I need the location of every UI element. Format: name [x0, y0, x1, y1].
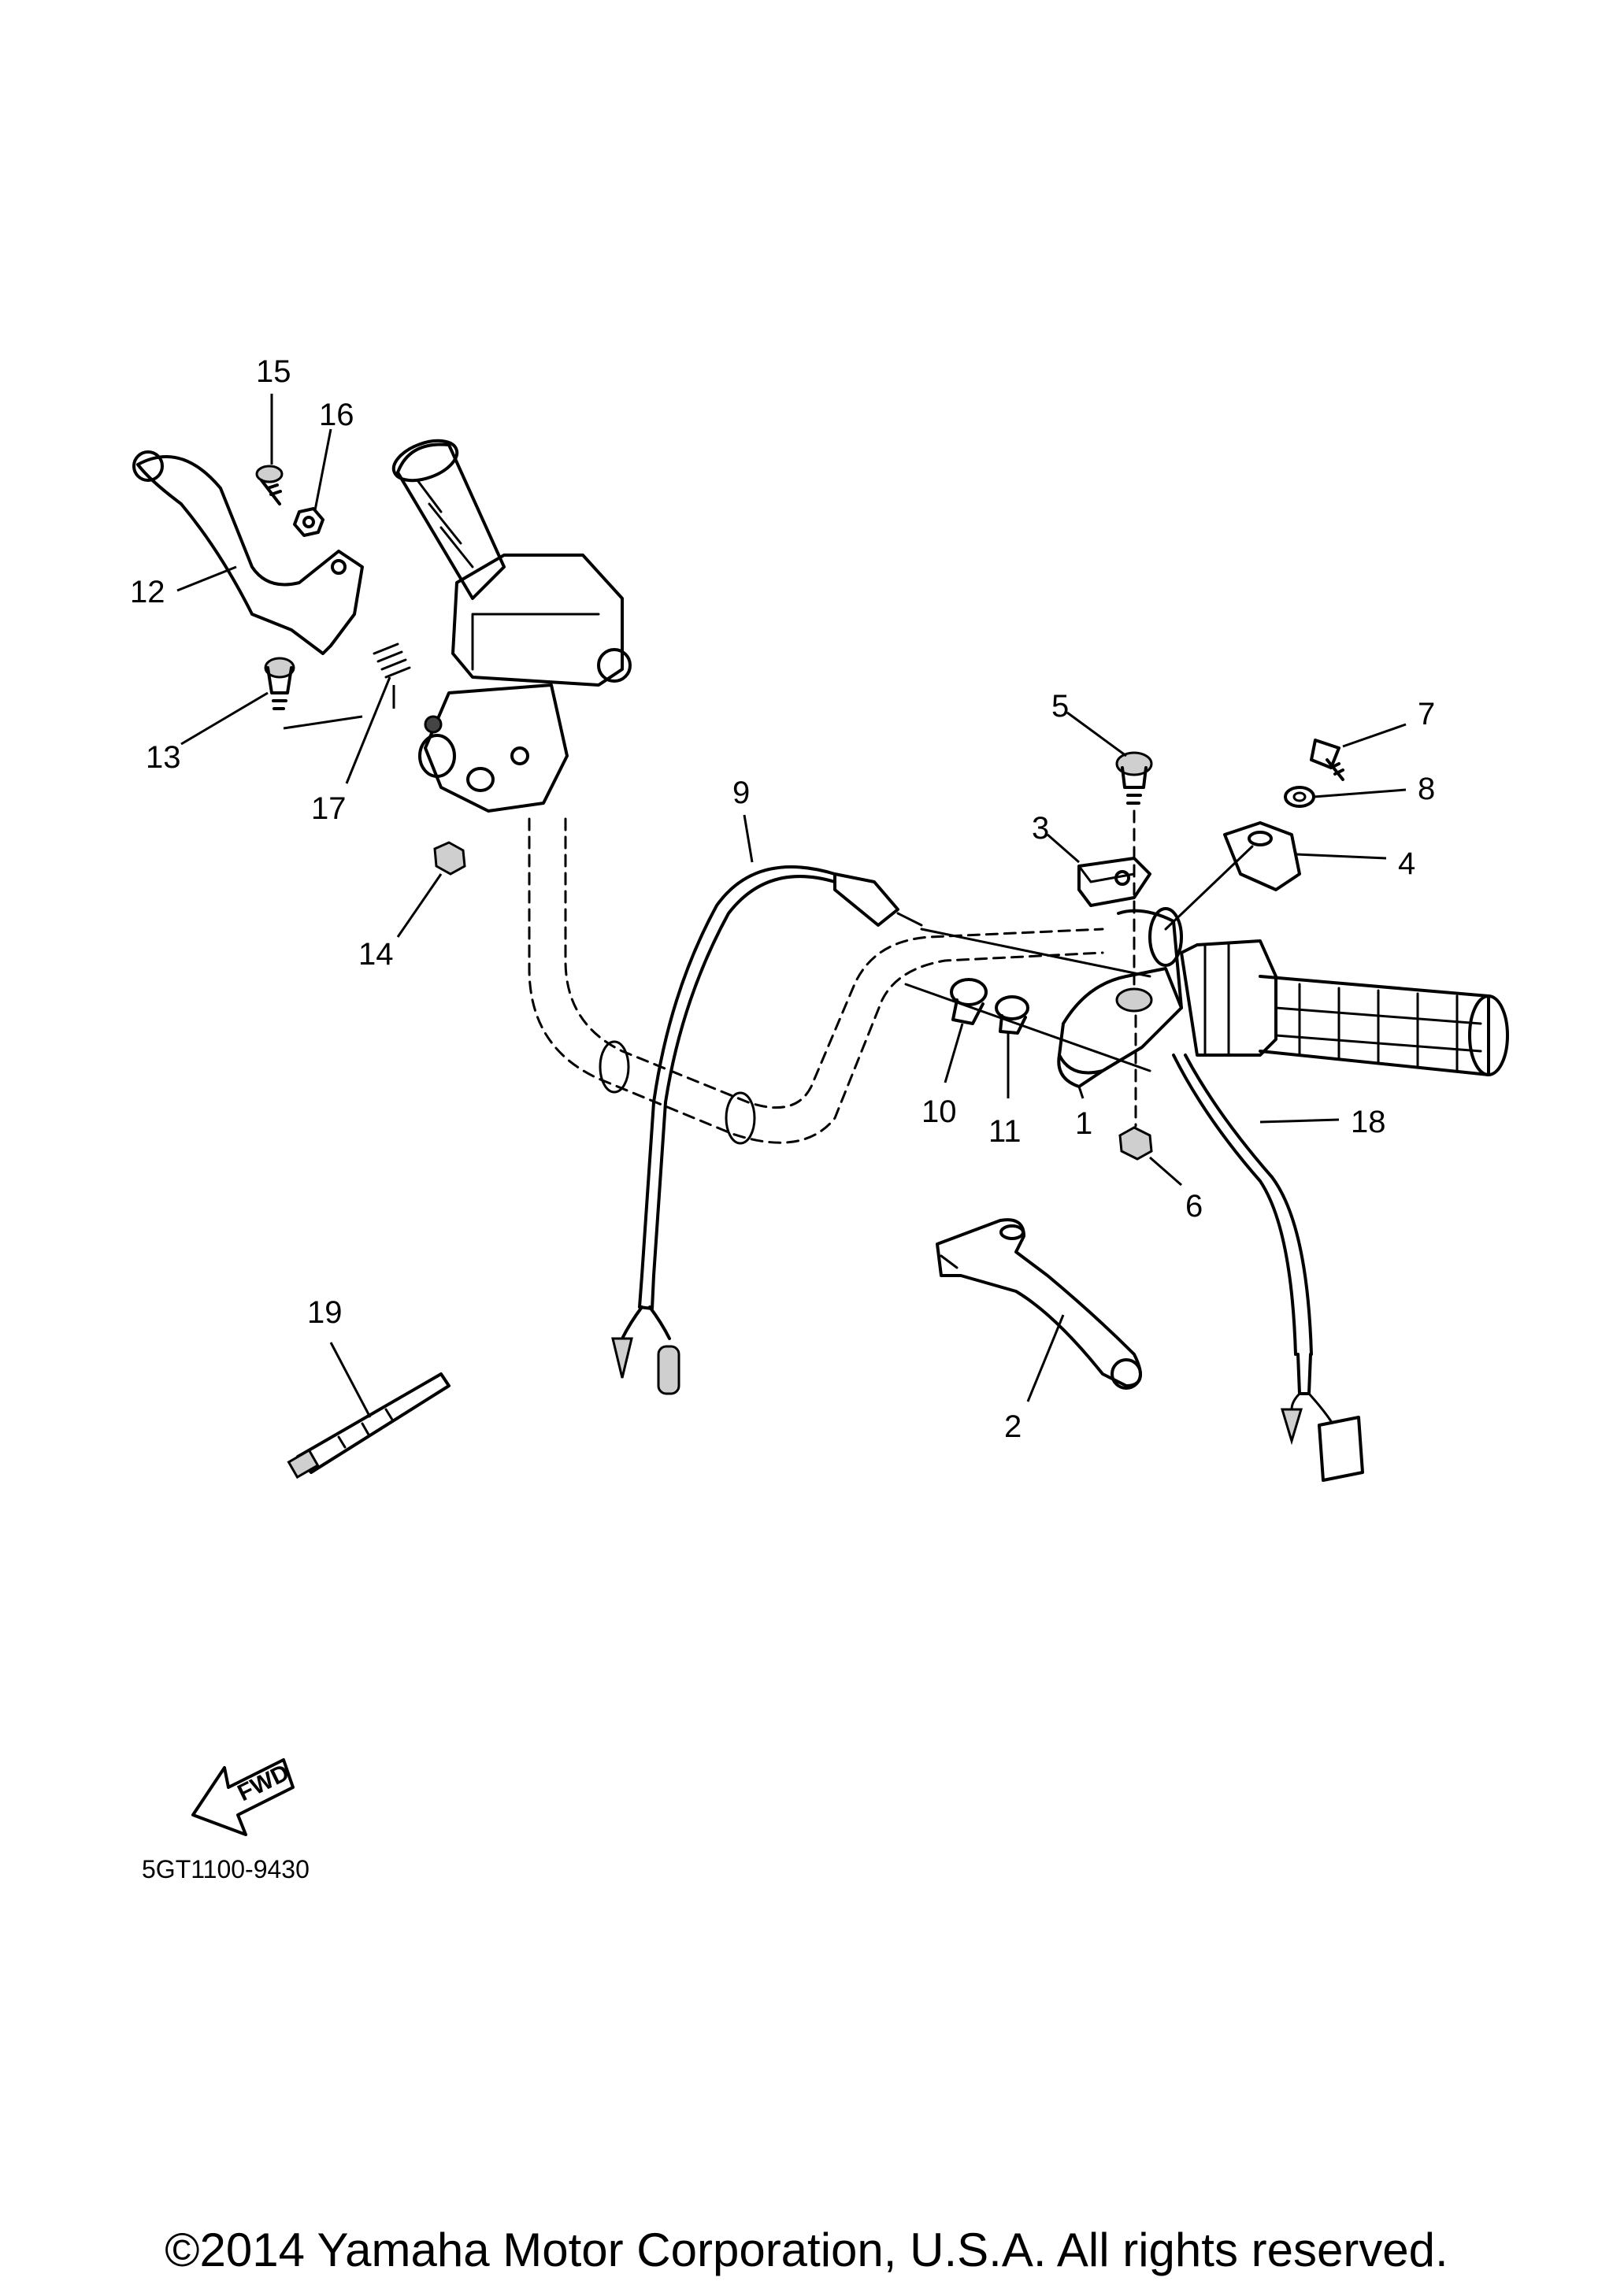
throttle-cable [904, 928, 1151, 1072]
callout-2: 2 [1004, 1409, 1022, 1444]
callout-11: 11 [988, 1114, 1022, 1149]
cover-4 [1164, 821, 1301, 931]
callout-9: 9 [732, 776, 750, 810]
copyright-notice: ©2014 Yamaha Motor Corporation, U.S.A. A… [165, 2224, 1448, 2276]
nut-6 [1118, 1014, 1153, 1161]
pivot-bolt-13 [264, 657, 295, 710]
callout-19: 19 [307, 1295, 343, 1330]
callout-8: 8 [1418, 772, 1435, 806]
fwd-arrow-icon: FWD [191, 1758, 295, 1836]
bolt-5 [1115, 751, 1153, 986]
cable-clamp-10 [950, 978, 988, 1025]
callout-18: 18 [1351, 1105, 1386, 1139]
bolt-15 [255, 465, 284, 505]
callout-10: 10 [921, 1094, 957, 1129]
callouts: 15 16 12 13 17 14 5 7 8 3 4 9 10 11 1 6 … [130, 354, 1435, 1444]
cable-tie-19 [287, 1372, 451, 1479]
throttle-housing-1 [1057, 907, 1183, 1088]
drawing-code: 5GT1100-9430 [142, 1855, 310, 1883]
right-grip [1180, 939, 1509, 1076]
nut-16 [293, 507, 324, 537]
callout-4: 4 [1398, 846, 1415, 881]
screw-7 [1310, 739, 1344, 781]
callout-3: 3 [1032, 811, 1049, 846]
spring-17 [373, 643, 411, 679]
callout-12: 12 [130, 575, 165, 609]
switch-3 [1077, 857, 1151, 907]
callout-1: 1 [1075, 1106, 1092, 1141]
leader-lines [176, 394, 1407, 1418]
brake-switch-cable-9 [611, 865, 923, 1395]
callout-5: 5 [1051, 689, 1069, 724]
left-switch-housing [451, 554, 632, 687]
callout-15: 15 [256, 354, 291, 389]
handlebar [528, 817, 1104, 1145]
callout-16: 16 [319, 398, 354, 432]
callout-17: 17 [311, 791, 347, 826]
washer-8 [1284, 786, 1315, 808]
left-grip [391, 439, 506, 600]
callout-13: 13 [146, 740, 181, 775]
brake-lever-left [132, 450, 364, 655]
callout-7: 7 [1418, 697, 1435, 731]
switch-lead-18 [1172, 1054, 1364, 1482]
master-cylinder [418, 683, 569, 813]
cable-clamp-11 [995, 995, 1029, 1035]
nut-14 [433, 841, 466, 876]
callout-14: 14 [358, 937, 394, 972]
callout-6: 6 [1185, 1189, 1203, 1224]
fwd-label: FWD [234, 1760, 294, 1807]
brake-lever-right-2 [936, 1218, 1142, 1390]
